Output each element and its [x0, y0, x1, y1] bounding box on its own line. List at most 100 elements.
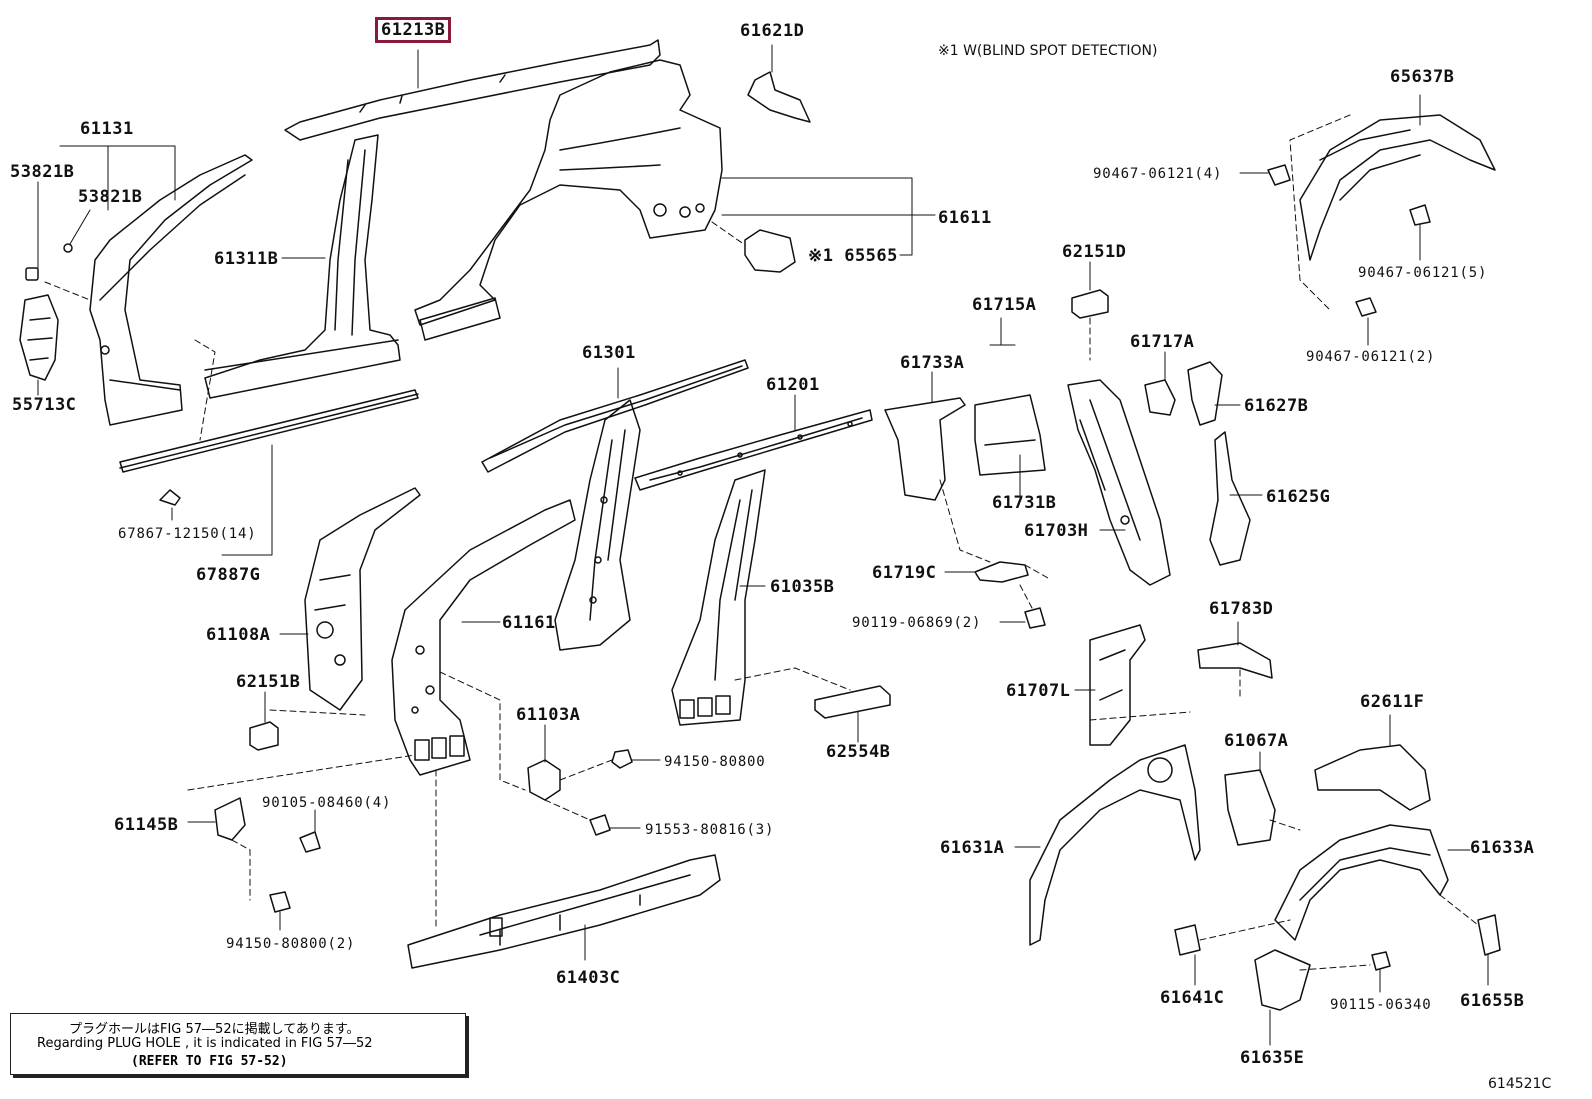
plug-hole-notice: プラグホールはFIG 57―52に掲載してあります。 Regarding PLU… — [10, 1013, 466, 1075]
label-90105[interactable]: 90105-08460(4) — [262, 795, 392, 811]
bracket-61719C — [944, 561, 1049, 583]
roof-rail-inner-part — [634, 409, 873, 491]
wheel-liner-61633A — [1274, 824, 1471, 941]
nut-94150 — [559, 749, 661, 781]
label-94150[interactable]: 94150-80800 — [664, 754, 766, 770]
blind-spot-note: ※1 W(BLIND SPOT DETECTION) — [938, 43, 1158, 59]
label-61627B[interactable]: 61627B — [1244, 396, 1309, 416]
label-61703H[interactable]: 61703H — [1024, 521, 1089, 541]
label-61108A[interactable]: 61108A — [206, 625, 271, 645]
label-61641C[interactable]: 61641C — [1160, 988, 1225, 1008]
label-61311B[interactable]: 61311B — [214, 249, 279, 269]
label-91553[interactable]: 91553-80816(3) — [645, 822, 775, 838]
center-pillar-inner-61035B — [671, 469, 766, 726]
label-61145B[interactable]: 61145B — [114, 815, 179, 835]
label-61201[interactable]: 61201 — [766, 375, 820, 395]
quarter-panel-part — [414, 59, 723, 341]
label-61717A[interactable]: 61717A — [1130, 332, 1195, 352]
label-61403C[interactable]: 61403C — [556, 968, 621, 988]
front-pillar-inner-61108A — [304, 487, 421, 711]
panel-61707L — [1074, 624, 1191, 746]
label-61733A[interactable]: 61733A — [900, 353, 965, 373]
front-pillar-lower-61161 — [391, 499, 576, 776]
screw-90115 — [1371, 951, 1391, 993]
center-pillar-outer-part — [204, 134, 401, 399]
label-61213B-highlighted[interactable]: 61213B — [375, 17, 452, 43]
label-61035B[interactable]: 61035B — [770, 577, 835, 597]
label-61655B[interactable]: 61655B — [1460, 991, 1525, 1011]
label-94150-2[interactable]: 94150-80800(2) — [226, 936, 356, 952]
label-62611F[interactable]: 62611F — [1360, 692, 1425, 712]
label-55713C[interactable]: 55713C — [12, 395, 77, 415]
label-65565[interactable]: ※1 65565 — [808, 246, 898, 266]
block-62151B — [249, 691, 279, 751]
shield-62611F — [1314, 714, 1431, 811]
extension-61731B — [974, 317, 1046, 496]
label-61715A[interactable]: 61715A — [972, 295, 1037, 315]
front-pillar-outer-part — [89, 154, 253, 426]
pad-62554B — [814, 685, 891, 743]
label-61611[interactable]: 61611 — [938, 208, 992, 228]
sensor-bracket-65565 — [711, 221, 796, 273]
bracket-61621D — [747, 44, 811, 123]
bracket-61145B — [187, 754, 416, 901]
notice-english: Regarding PLUG HOLE , it is indicated in… — [37, 1036, 373, 1051]
label-61633A[interactable]: 61633A — [1470, 838, 1535, 858]
label-90467-2[interactable]: 90467-06121(2) — [1306, 349, 1436, 365]
bolt-90119 — [999, 584, 1046, 629]
label-61621D[interactable]: 61621D — [740, 21, 805, 41]
rocker-molding-part — [119, 389, 419, 506]
wheel-arch-61631A — [1014, 744, 1201, 946]
label-90467-4[interactable]: 90467-06121(4) — [1093, 166, 1223, 182]
label-61719C[interactable]: 61719C — [872, 563, 937, 583]
label-62554B[interactable]: 62554B — [826, 742, 891, 762]
bracket-61103A — [527, 724, 561, 801]
label-61301[interactable]: 61301 — [582, 343, 636, 363]
rocker-inner-61403C — [407, 854, 721, 969]
notice-japanese: プラグホールはFIG 57―52に掲載してあります。 — [69, 1022, 360, 1037]
block-62151D — [1071, 261, 1109, 361]
extension-61733A — [884, 371, 966, 501]
label-61731B[interactable]: 61731B — [992, 493, 1057, 513]
label-61103A[interactable]: 61103A — [516, 705, 581, 725]
roof-side-rail-part — [284, 39, 661, 141]
bracket-55713C — [19, 281, 91, 396]
label-90115[interactable]: 90115-06340 — [1330, 997, 1432, 1013]
mudguard-61635E — [1254, 949, 1371, 1046]
label-61635E[interactable]: 61635E — [1240, 1048, 1305, 1068]
center-pillar-reinforcement — [554, 399, 641, 651]
bracket-61641C — [1174, 919, 1291, 986]
figure-id: 614521C — [1488, 1076, 1552, 1092]
label-61707L[interactable]: 61707L — [1006, 681, 1071, 701]
label-61625G[interactable]: 61625G — [1266, 487, 1331, 507]
label-67867[interactable]: 67867-12150(14) — [118, 526, 257, 542]
bolt-90105 — [299, 809, 321, 853]
bolt-91553 — [544, 799, 641, 836]
label-90467-5[interactable]: 90467-06121(5) — [1358, 265, 1488, 281]
label-61783D[interactable]: 61783D — [1209, 599, 1274, 619]
clips-90467 — [1239, 164, 1431, 346]
label-61161[interactable]: 61161 — [502, 613, 556, 633]
label-53821B-a[interactable]: 53821B — [10, 162, 75, 182]
label-62151D[interactable]: 62151D — [1062, 242, 1127, 262]
label-61131[interactable]: 61131 — [80, 119, 134, 139]
label-90119[interactable]: 90119-06869(2) — [852, 615, 982, 631]
pad-61783D — [1197, 621, 1273, 701]
clip-53821B — [25, 181, 91, 281]
bracket-61655B — [1439, 894, 1501, 986]
wheel-house-inner-61703H — [1067, 379, 1171, 586]
label-62151B[interactable]: 62151B — [236, 672, 301, 692]
bracket-61627B — [1187, 361, 1241, 426]
label-67887G[interactable]: 67887G — [196, 565, 261, 585]
label-65637B[interactable]: 65637B — [1390, 67, 1455, 87]
bracket-61625G — [1209, 431, 1263, 566]
bracket-61717A — [1144, 351, 1176, 416]
label-61067A[interactable]: 61067A — [1224, 731, 1289, 751]
label-61631A[interactable]: 61631A — [940, 838, 1005, 858]
bracket-61067A — [1224, 751, 1301, 846]
wheel-liner-65637B — [1289, 94, 1496, 311]
roof-side-inner-part — [481, 359, 749, 473]
label-53821B-b[interactable]: 53821B — [78, 187, 143, 207]
